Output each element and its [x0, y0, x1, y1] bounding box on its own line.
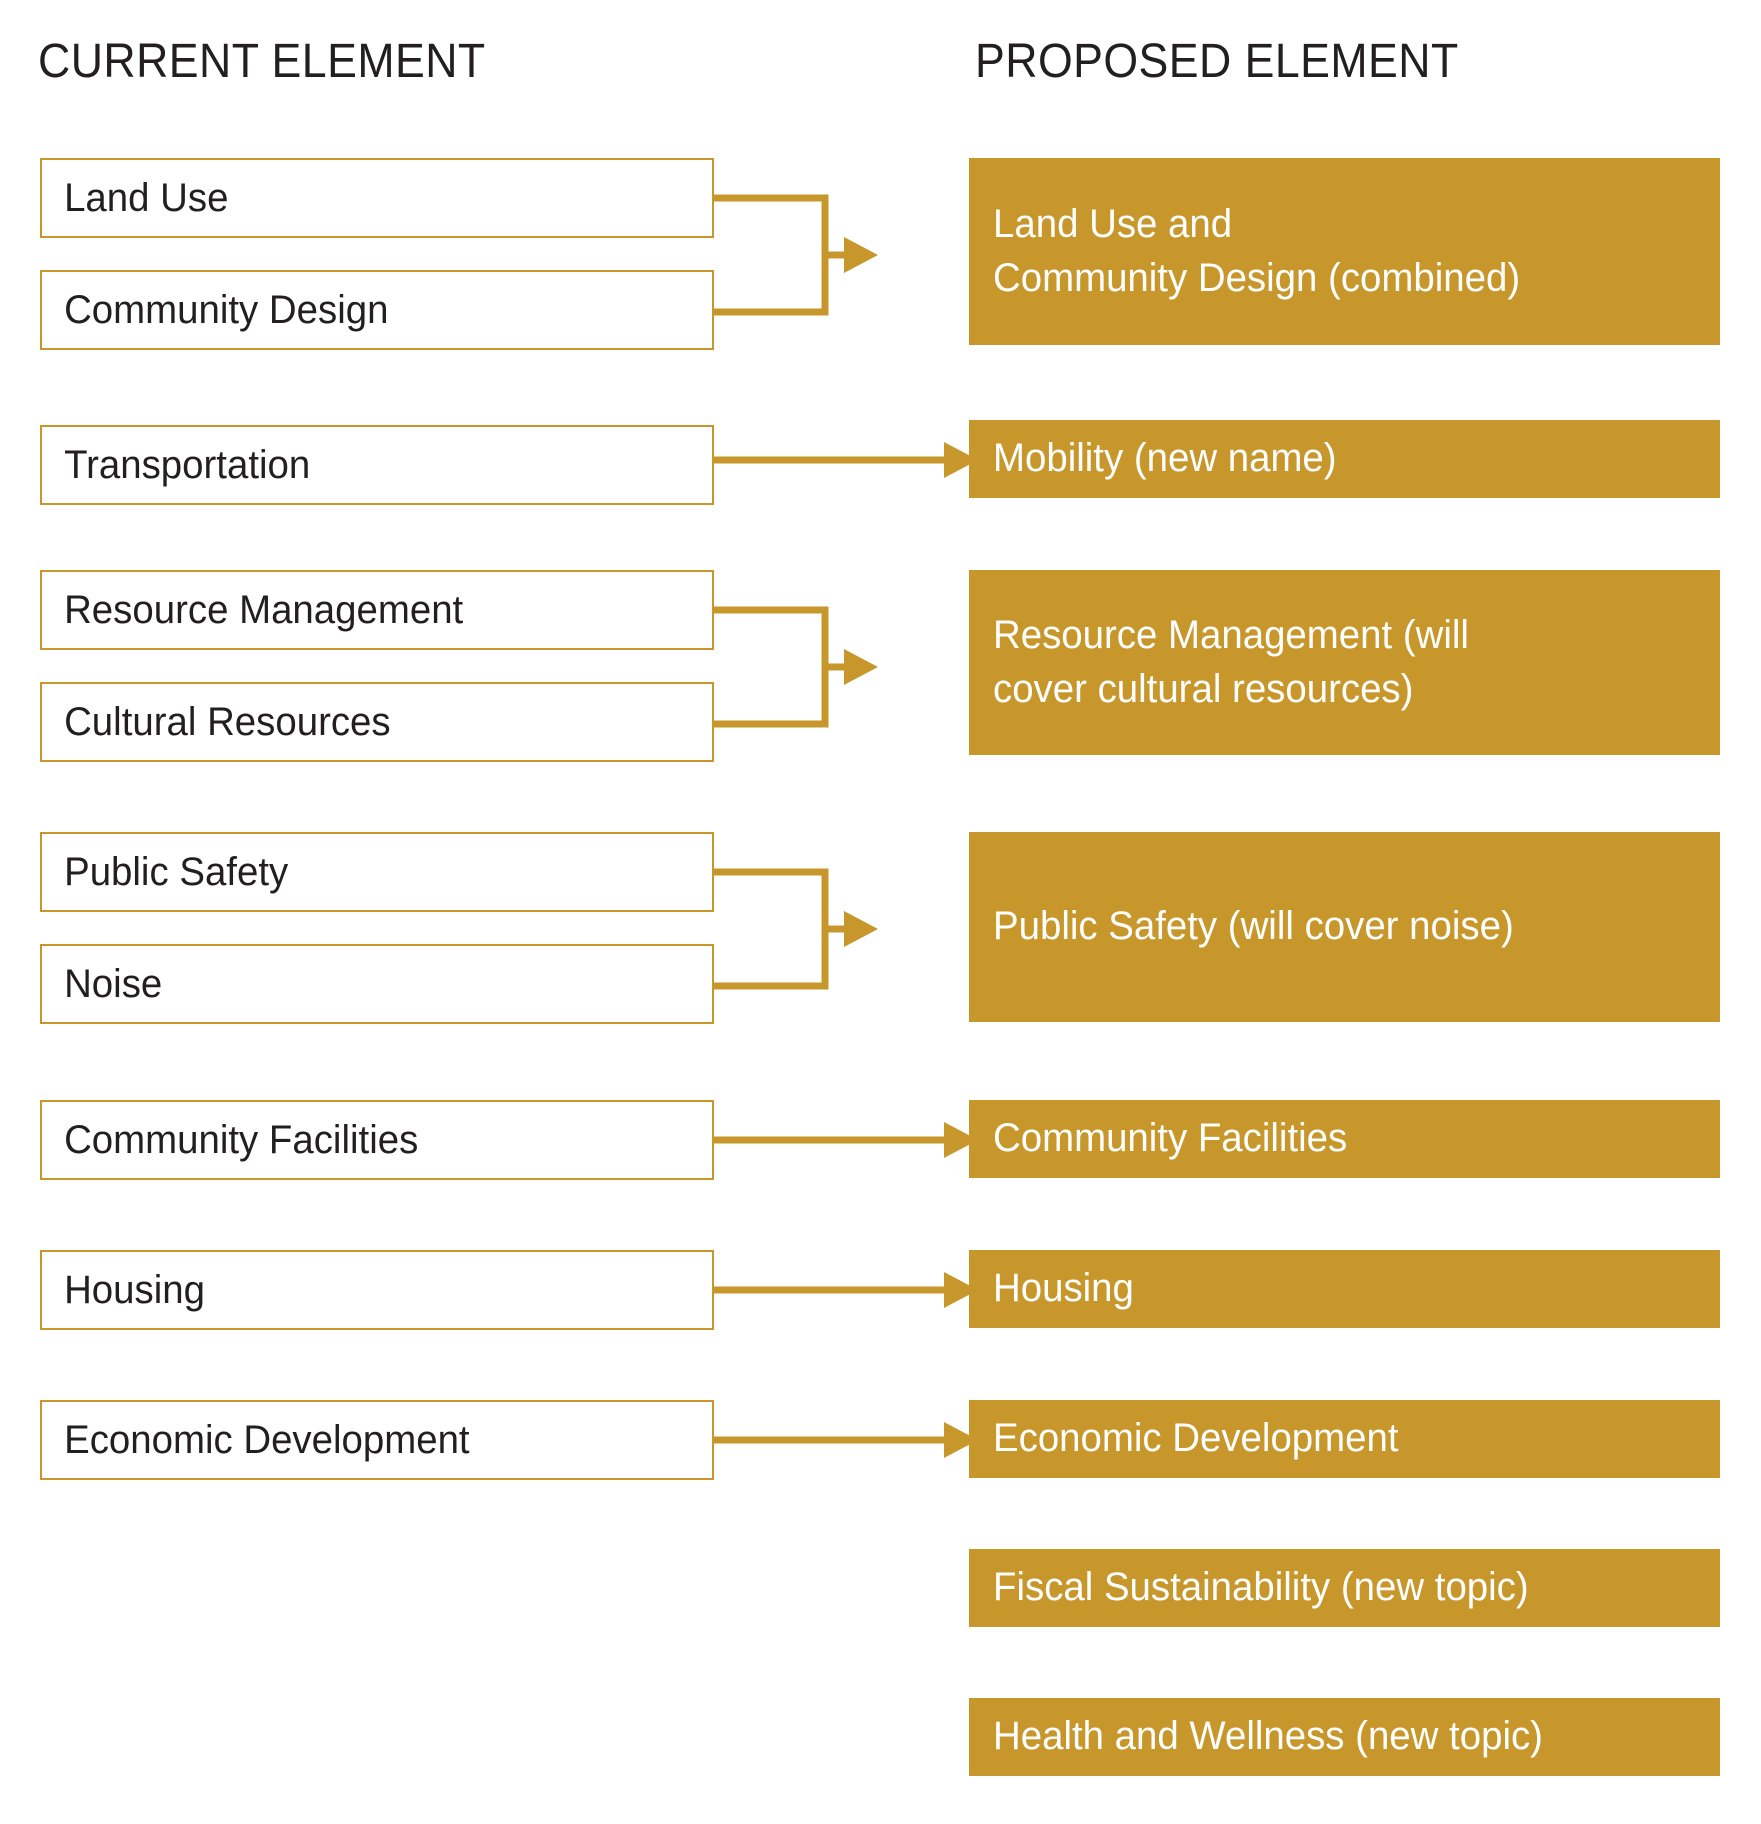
connector-economic-development — [710, 1422, 978, 1458]
proposed-box-label: Public Safety (will cover noise) — [993, 904, 1514, 949]
connector-merge-public-safety — [710, 864, 975, 994]
proposed-box-public-safety[interactable]: Public Safety (will cover noise) — [969, 832, 1720, 1022]
current-box-economic-development[interactable]: Economic Development — [40, 1400, 714, 1480]
current-box-label: Economic Development — [64, 1418, 470, 1462]
current-box-label: Housing — [64, 1268, 205, 1312]
current-box-resource-management[interactable]: Resource Management — [40, 570, 714, 650]
proposed-element-heading: PROPOSED ELEMENT — [975, 35, 1459, 88]
proposed-box-resource-management[interactable]: Resource Management (will cover cultural… — [969, 570, 1720, 755]
proposed-box-land-use-community-design[interactable]: Land Use and Community Design (combined) — [969, 158, 1720, 345]
proposed-box-health-and-wellness[interactable]: Health and Wellness (new topic) — [969, 1698, 1720, 1776]
current-box-label: Resource Management — [64, 588, 464, 632]
proposed-box-community-facilities[interactable]: Community Facilities — [969, 1100, 1720, 1178]
current-box-cultural-resources[interactable]: Cultural Resources — [40, 682, 714, 762]
connector-merge-land-use — [710, 190, 975, 320]
current-box-community-facilities[interactable]: Community Facilities — [40, 1100, 714, 1180]
proposed-box-label: Economic Development — [993, 1416, 1399, 1461]
current-box-land-use[interactable]: Land Use — [40, 158, 714, 238]
proposed-box-label: Mobility (new name) — [993, 436, 1337, 481]
current-box-label: Transportation — [64, 443, 311, 487]
proposed-box-label: Resource Management (will cover cultural… — [993, 613, 1469, 711]
current-box-transportation[interactable]: Transportation — [40, 425, 714, 505]
current-box-public-safety[interactable]: Public Safety — [40, 832, 714, 912]
proposed-box-label: Fiscal Sustainability (new topic) — [993, 1565, 1529, 1610]
current-box-housing[interactable]: Housing — [40, 1250, 714, 1330]
connector-transportation-mobility — [710, 442, 978, 478]
proposed-box-label: Health and Wellness (new topic) — [993, 1714, 1543, 1759]
current-box-label: Public Safety — [64, 850, 289, 894]
current-box-label: Land Use — [64, 176, 229, 220]
arrowhead-icon — [844, 911, 878, 947]
current-element-heading: CURRENT ELEMENT — [38, 35, 486, 88]
proposed-box-housing[interactable]: Housing — [969, 1250, 1720, 1328]
current-box-label: Noise — [64, 962, 163, 1006]
connector-community-facilities — [710, 1122, 978, 1158]
proposed-box-mobility[interactable]: Mobility (new name) — [969, 420, 1720, 498]
proposed-box-label: Community Facilities — [993, 1116, 1348, 1161]
current-box-label: Community Design — [64, 288, 389, 332]
current-box-noise[interactable]: Noise — [40, 944, 714, 1024]
current-box-community-design[interactable]: Community Design — [40, 270, 714, 350]
connector-housing — [710, 1272, 978, 1308]
proposed-box-label: Housing — [993, 1266, 1134, 1311]
current-box-label: Community Facilities — [64, 1118, 419, 1162]
proposed-box-economic-development[interactable]: Economic Development — [969, 1400, 1720, 1478]
proposed-box-label: Land Use and Community Design (combined) — [993, 202, 1521, 300]
current-box-label: Cultural Resources — [64, 700, 391, 744]
arrowhead-icon — [844, 649, 878, 685]
proposed-box-fiscal-sustainability[interactable]: Fiscal Sustainability (new topic) — [969, 1549, 1720, 1627]
connector-merge-resource-management — [710, 602, 975, 732]
arrowhead-icon — [844, 237, 878, 273]
